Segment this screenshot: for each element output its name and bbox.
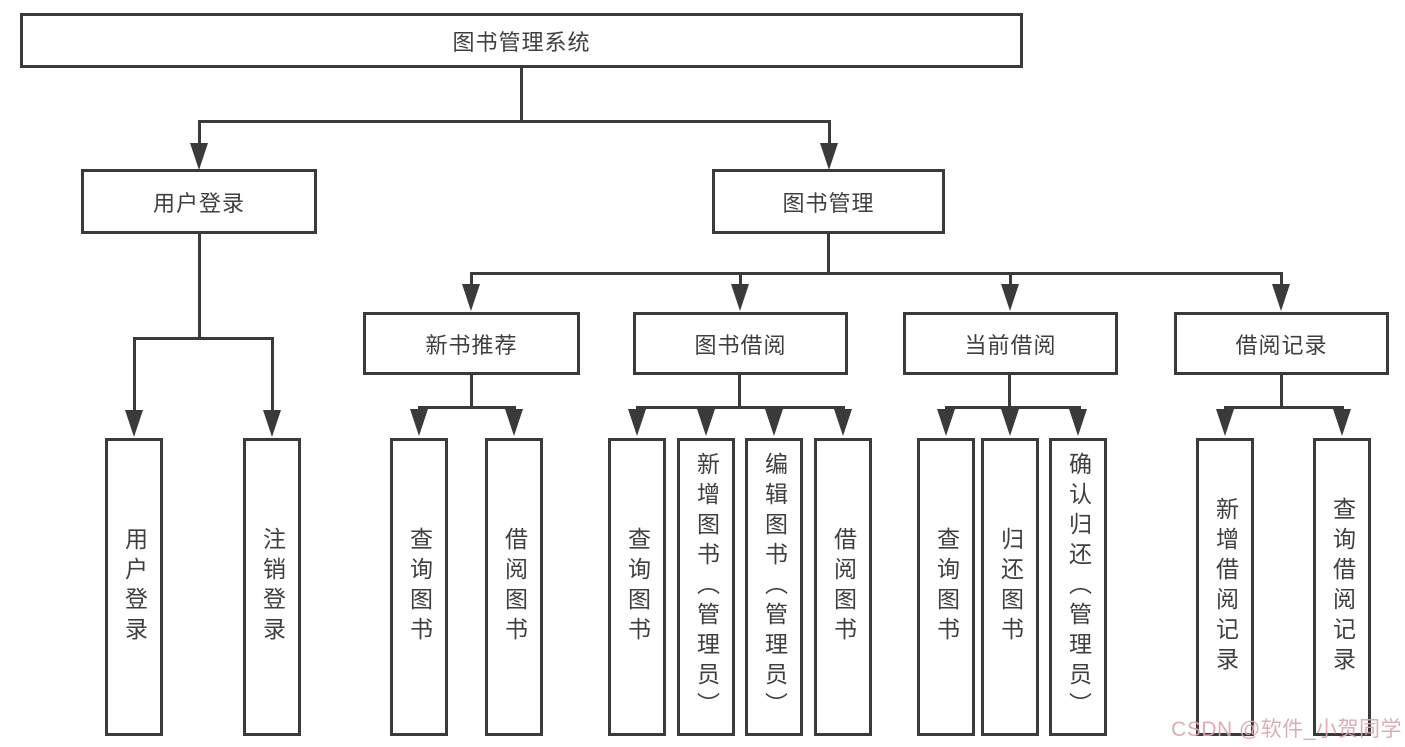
csdn-watermark: CSDN @软件_小贺同学	[1171, 718, 1402, 741]
arrowhead-br-query	[1333, 409, 1351, 436]
arrowhead-current-borrow	[1001, 284, 1019, 311]
leaf-label: 编辑图书（管理员）	[761, 452, 788, 722]
connector-cb-rail	[945, 406, 1081, 409]
leaf-label: 借阅图书	[501, 527, 528, 647]
connector-cb-stem	[1008, 375, 1011, 406]
connector-br-stem	[1280, 375, 1283, 406]
leaf-label: 查询图书	[624, 527, 651, 647]
arrowhead-br-add	[1216, 409, 1234, 436]
connector-bb-stem	[738, 375, 741, 406]
leaf-user-login: 用户登录	[105, 438, 163, 736]
arrowhead-bb-edit	[765, 409, 783, 436]
connector-root-stem	[520, 68, 523, 120]
leaf-bb-query-books: 查询图书	[608, 438, 666, 736]
arrowhead-bb-add	[697, 409, 715, 436]
leaf-cb-return-books: 归还图书	[981, 438, 1039, 736]
leaf-logout: 注销登录	[243, 438, 301, 736]
arrowhead-leaf-logout	[263, 410, 281, 437]
connector-user-drop-1	[133, 337, 136, 410]
leaf-label: 查询图书	[406, 527, 433, 647]
arrowhead-user-login	[190, 143, 208, 170]
leaf-rec-borrow-books: 借阅图书	[485, 438, 543, 736]
connector-rec-stem	[470, 375, 473, 406]
arrowhead-rec-query	[410, 409, 428, 436]
leaf-bb-borrow-books: 借阅图书	[814, 438, 872, 736]
arrowhead-cb-confirm	[1069, 409, 1087, 436]
connector-user-drop-2	[271, 337, 274, 410]
node-label: 用户登录	[152, 190, 245, 216]
connector-user-stem	[198, 234, 201, 337]
leaf-label: 归还图书	[997, 527, 1024, 647]
arrowhead-bb-query	[628, 409, 646, 436]
leaf-br-query-record: 查询借阅记录	[1313, 438, 1371, 736]
node-label: 当前借阅	[964, 332, 1057, 358]
connector-mgmt-stem	[827, 234, 830, 272]
leaf-label: 确认归还（管理员）	[1065, 452, 1092, 722]
connector-rec-rail	[418, 406, 516, 409]
node-label: 图书借阅	[694, 332, 787, 358]
connector-mgmt-rail	[470, 272, 1283, 275]
leaf-label: 新增借阅记录	[1212, 497, 1239, 677]
node-new-book-recommend: 新书推荐	[363, 312, 580, 375]
leaf-label: 查询图书	[933, 527, 960, 647]
node-book-borrow: 图书借阅	[633, 312, 848, 375]
node-label: 借阅记录	[1235, 332, 1328, 358]
leaf-label: 新增图书（管理员）	[693, 452, 720, 722]
arrowhead-rec-borrow	[505, 409, 523, 436]
node-user-login: 用户登录	[81, 169, 317, 234]
connector-mgmt-drop-1	[470, 272, 473, 286]
connector-mgmt-drop-2	[739, 272, 742, 286]
node-borrow-records: 借阅记录	[1174, 312, 1389, 375]
arrowhead-book-borrow	[731, 284, 749, 311]
arrowhead-book-management	[820, 143, 838, 170]
node-library-management-system: 图书管理系统	[20, 13, 1023, 68]
arrowhead-leaf-user-login	[125, 410, 143, 437]
node-current-borrow: 当前借阅	[903, 312, 1118, 375]
leaf-label: 查询借阅记录	[1329, 497, 1356, 677]
connector-root-rail	[198, 120, 831, 123]
connector-user-rail	[133, 337, 274, 340]
leaf-bb-edit-books-admin: 编辑图书（管理员）	[745, 438, 803, 736]
node-label: 图书管理	[782, 190, 875, 216]
arrowhead-borrow-records	[1272, 284, 1290, 311]
connector-mgmt-drop-4	[1280, 272, 1283, 286]
node-label: 新书推荐	[425, 332, 518, 358]
leaf-label: 借阅图书	[830, 527, 857, 647]
leaf-label: 注销登录	[259, 527, 286, 647]
connector-mgmt-drop-3	[1009, 272, 1012, 286]
connector-br-rail	[1224, 406, 1344, 409]
leaf-label: 用户登录	[121, 527, 148, 647]
arrowhead-cb-return	[1001, 409, 1019, 436]
arrowhead-new-book-recommend	[462, 284, 480, 311]
leaf-bb-add-books-admin: 新增图书（管理员）	[677, 438, 735, 736]
connector-root-drop-right	[828, 120, 831, 146]
arrowhead-cb-query	[937, 409, 955, 436]
leaf-rec-query-books: 查询图书	[390, 438, 448, 736]
arrowhead-bb-borrow	[834, 409, 852, 436]
connector-root-drop-left	[198, 120, 201, 146]
leaf-cb-query-books: 查询图书	[917, 438, 975, 736]
leaf-br-add-record: 新增借阅记录	[1196, 438, 1254, 736]
node-label: 图书管理系统	[452, 29, 591, 55]
connector-bb-rail	[636, 406, 845, 409]
node-book-management: 图书管理	[712, 169, 945, 234]
leaf-cb-confirm-return-admin: 确认归还（管理员）	[1049, 438, 1107, 736]
